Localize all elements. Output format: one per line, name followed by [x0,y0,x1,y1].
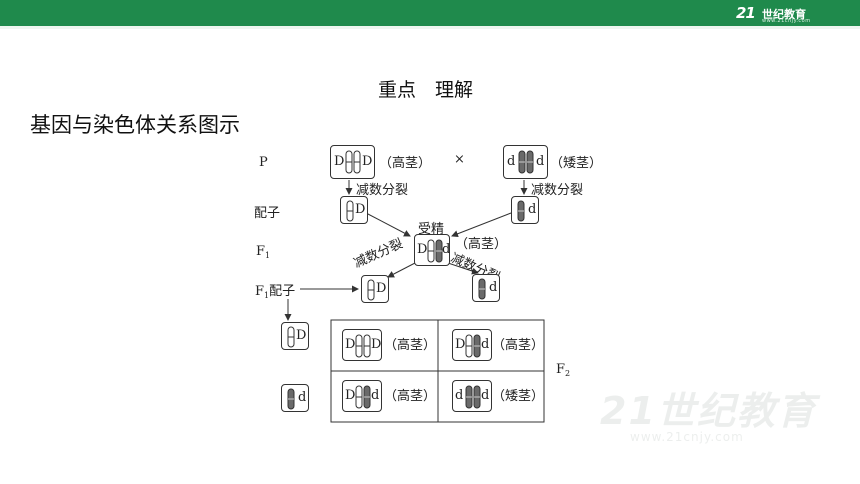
row-label-p: P [259,155,268,170]
watermark: 21世纪教育 www.21cnjy.com [560,380,840,450]
side-gamete-box-D: D [281,322,309,350]
watermark-logo: 21世纪教育 [600,389,817,433]
chromosome-light [346,200,354,222]
process-label: 减数分裂 [356,183,409,198]
gene-label: d [298,390,307,405]
header-bar [0,0,860,26]
chromosome-pair-mixed [465,334,481,358]
trait-label: （矮茎） [492,389,545,404]
gene-label: d [528,202,537,217]
parent-right-box: d d [503,145,548,179]
gene-label: d [371,388,380,403]
gene-label: d [489,280,498,295]
row-label-f2: F2 [556,362,571,378]
gene-label: d [536,154,545,169]
parent-left-box: D D [330,145,375,179]
gene-label: D [296,328,307,343]
arrow-gamete-d-to-f1 [365,212,411,237]
chromosome-dark [287,388,295,410]
gene-label: d [507,154,516,169]
f2-cell-box: D d [452,329,492,361]
chromosome-pair-mixed [427,239,443,263]
process-label: 减数分裂 [531,183,584,198]
gene-label: D [334,154,345,169]
side-gamete-box-d: d [281,384,309,412]
logo-text: 世纪教育 [762,8,806,21]
chromosome-dark [517,200,525,222]
trait-label: （高茎） [379,156,432,171]
trait-label: （高茎） [455,237,508,252]
chromosome-pair-light [345,150,361,174]
gene-label: D [417,242,428,257]
chromosome-light [287,326,295,348]
slide-title: 基因与染色体关系图示 [30,113,240,137]
chromosome-pair-mixed [355,385,371,409]
trait-label: （高茎） [384,338,437,353]
gene-label: D [371,337,382,352]
gene-label: d [481,337,490,352]
row-label-f1-gamete: F1配子 [255,284,296,300]
chromosome-dark [478,278,486,300]
chromosome-pair-dark [465,385,481,409]
arrow-f1-to-gamete-d [387,262,416,278]
cross-symbol: × [454,152,465,167]
logo-mark: 21 [736,4,756,22]
chromosome-pair-dark [518,150,534,174]
row-label-f1: F1 [256,244,271,260]
f1-gamete-box-d: d [472,274,500,302]
watermark-url: www.21cnjy.com [630,430,744,444]
chromosome-pair-light [355,334,371,358]
gene-label: D [362,154,373,169]
f1-box: D d [414,234,450,266]
f1-gamete-box-D: D [361,275,389,303]
gene-label: D [345,337,356,352]
brand-logo: 21 世纪教育 www.21cnjy.com [736,3,831,24]
f2-cell-box: D d [342,380,382,412]
gene-label: D [355,202,366,217]
trait-label: （高茎） [384,389,437,404]
f2-cell-box: D D [342,329,382,361]
gene-label: d [442,242,451,257]
logo-url: www.21cnjy.com [762,18,811,24]
arrow-f1-to-gamete-lower [447,262,479,275]
gamete-box-D: D [340,196,368,224]
gene-label: d [455,388,464,403]
chromosome-light [367,279,375,301]
header-divider [0,26,860,29]
gene-label: D [455,337,466,352]
trait-label: （高茎） [492,338,545,353]
gene-label: D [345,388,356,403]
gamete-box-d: d [511,196,539,224]
gene-label: d [481,388,490,403]
row-label-gamete: 配子 [254,206,281,221]
process-label: 受精 [418,222,445,237]
arrow-gamete-lower-to-f1 [451,212,512,238]
f2-cell-box: d d [452,380,492,412]
gene-label: D [376,281,387,296]
trait-label: （矮茎） [550,156,603,171]
section-heading: 重点 理解 [378,79,474,101]
